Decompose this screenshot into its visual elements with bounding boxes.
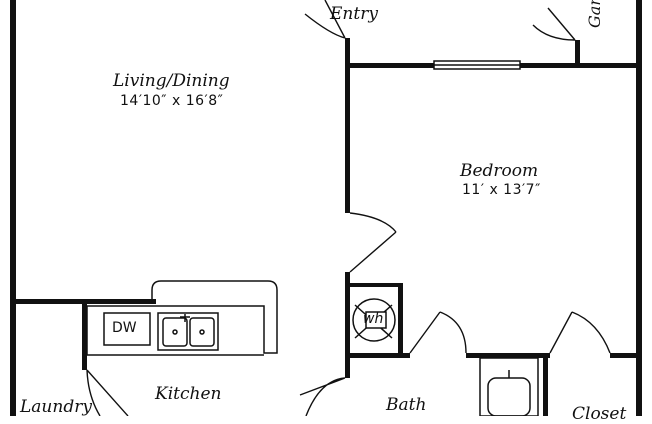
- bath-label: Bath: [386, 395, 427, 415]
- dishwasher-label: DW: [112, 320, 137, 336]
- water-heater-icon: [352, 298, 396, 342]
- kitchen-counter: [87, 280, 278, 354]
- water-heater-closet-wall: [398, 283, 403, 355]
- entry-door: [304, 0, 346, 39]
- bath-entry-door: [299, 377, 346, 416]
- wall-kitchen-laundry: [82, 304, 87, 370]
- wall-garage-stub: [575, 40, 580, 65]
- bath-door: [409, 311, 467, 354]
- wall-entry-bedroom-right: [520, 63, 636, 68]
- outer-wall-left: [10, 0, 16, 416]
- living-dining-dims: 14′10″ x 16′8″: [120, 93, 224, 109]
- garage-label: Garage: [585, 0, 604, 28]
- wall-bath-west: [345, 358, 350, 378]
- bathtub: [479, 357, 539, 416]
- wall-living-east-upper: [345, 38, 350, 213]
- wall-kitchen-north: [16, 299, 156, 304]
- water-heater-label: wh: [363, 311, 384, 327]
- bedroom-door: [349, 212, 397, 273]
- water-heater-closet-top: [350, 283, 402, 287]
- wall-bedroom-south-b: [466, 353, 550, 358]
- dishwasher-outline: [103, 312, 151, 346]
- bedroom-label: Bedroom: [460, 161, 539, 181]
- wall-entry-bedroom-left: [350, 63, 434, 68]
- garage-door: [532, 7, 576, 41]
- kitchen-label: Kitchen: [155, 384, 222, 404]
- laundry-door: [86, 369, 129, 416]
- sink: [157, 312, 219, 351]
- entry-label: Entry: [330, 4, 378, 24]
- wall-bath-closet: [543, 358, 548, 416]
- bedroom-dims: 11′ x 13′7″: [462, 182, 541, 198]
- closet-label: Closet: [572, 404, 627, 424]
- wall-bedroom-south-a: [350, 353, 410, 358]
- living-dining-label: Living/Dining: [113, 71, 230, 91]
- closet-door: [549, 311, 611, 354]
- laundry-label: Laundry: [20, 397, 92, 417]
- wall-bedroom-south-c: [610, 353, 636, 358]
- outer-wall-right: [636, 0, 642, 416]
